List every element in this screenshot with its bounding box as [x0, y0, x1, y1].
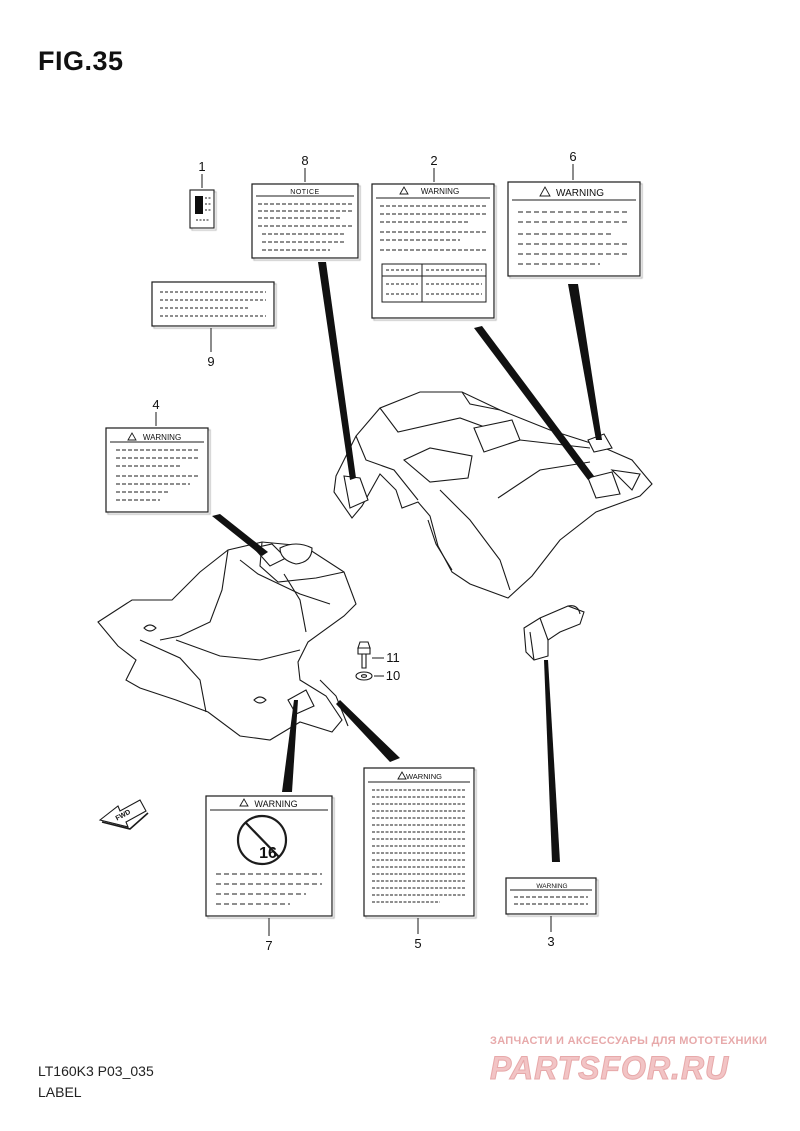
label-2-heading: WARNING: [421, 187, 459, 196]
callout-9: 9: [207, 354, 214, 369]
bracket-part: [523, 605, 585, 661]
pointer-8: [318, 262, 356, 480]
label-5-heading: WARNING: [406, 772, 442, 781]
washer-part: [355, 671, 373, 681]
label-8-heading: NOTICE: [290, 189, 319, 196]
label-8: [251, 183, 359, 259]
pointer-5: [336, 700, 400, 762]
label-6: [507, 181, 641, 277]
pointer-7: [282, 700, 298, 792]
callout-10: 10: [386, 668, 400, 683]
section-name: LABEL: [38, 1084, 82, 1100]
pointer-6: [568, 284, 602, 440]
pointer-3: [544, 660, 560, 862]
front-fender: [97, 541, 357, 741]
callout-4: 4: [152, 397, 159, 412]
rear-fender: [333, 391, 653, 599]
pointer-2: [474, 326, 594, 480]
callout-2: 2: [430, 153, 437, 168]
label-3: [505, 877, 597, 915]
callout-5: 5: [414, 936, 421, 951]
label-5: [363, 767, 475, 917]
label-6-heading: WARNING: [556, 188, 604, 199]
screw-part: [357, 641, 371, 669]
figure-title: FIG.35: [38, 46, 124, 76]
callout-3: 3: [547, 934, 554, 949]
fwd-arrow: [98, 799, 149, 830]
label-3-heading: WARNING: [536, 883, 567, 890]
callout-leaders: [155, 164, 574, 936]
label-2: [371, 183, 495, 319]
callout-6: 6: [569, 149, 576, 164]
pointer-4: [212, 514, 268, 556]
callout-numbers: 1 8 2 6 9 4 11 10 7 5 3: [152, 149, 576, 953]
label-7: [205, 795, 333, 917]
label-4-heading: WARNING: [143, 433, 181, 442]
callout-8: 8: [301, 153, 308, 168]
watermark-brand: PARTSFOR.RU: [490, 1050, 729, 1086]
callout-1: 1: [198, 159, 205, 174]
label-9: [151, 281, 275, 327]
pointer-wedges: [212, 262, 602, 862]
watermark-tagline: ЗАПЧАСТИ И АКСЕССУАРЫ ДЛЯ МОТОТЕХНИКИ: [490, 1035, 768, 1047]
watermark-logo: PARTSFOR.RU: [490, 1050, 729, 1087]
callout-7: 7: [265, 938, 272, 953]
label-1: [189, 189, 215, 229]
label-7-heading: WARNING: [254, 799, 297, 809]
callout-11: 11: [386, 650, 400, 665]
age-restriction-number: 16: [259, 845, 277, 862]
label-4: [105, 427, 209, 513]
model-code: LT160K3 P03_035: [38, 1063, 154, 1079]
